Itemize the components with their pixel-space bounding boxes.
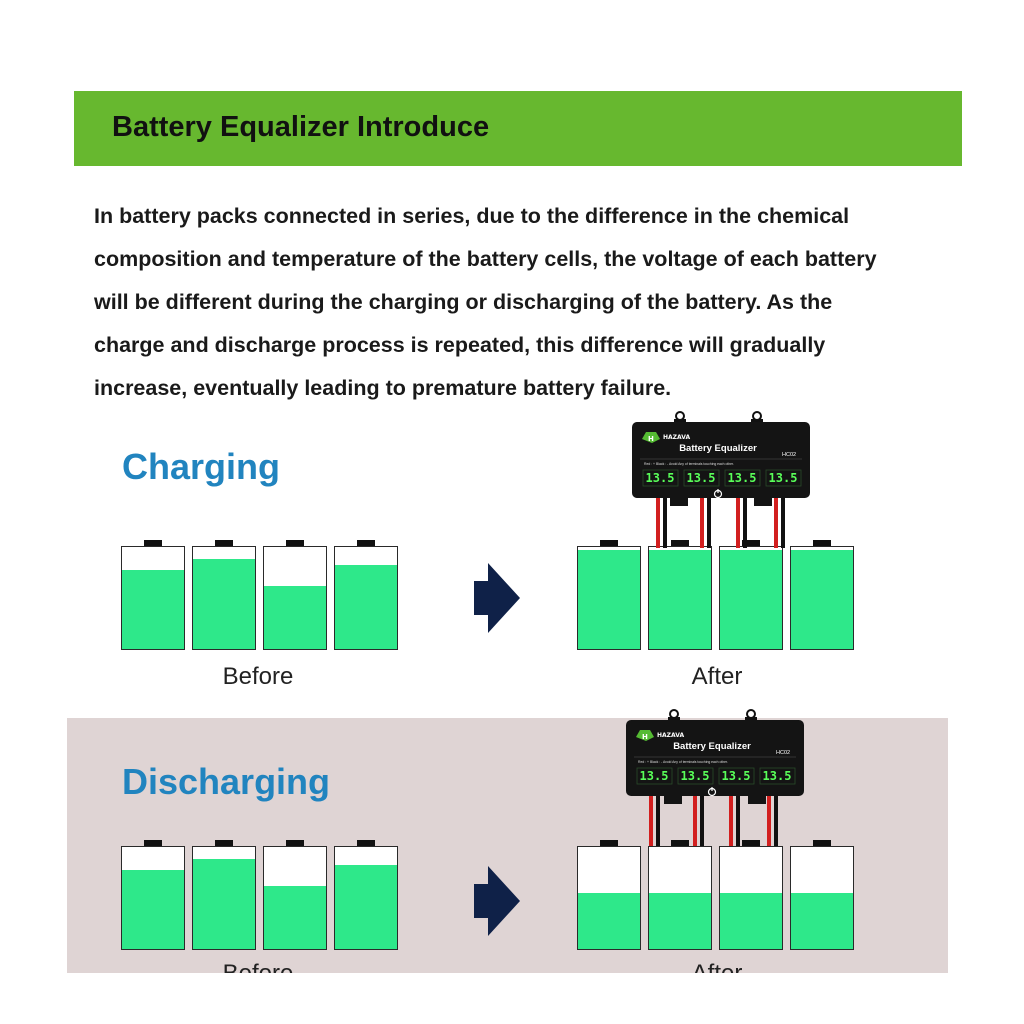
intro-line: composition and temperature of the batte…	[94, 247, 877, 271]
charging-before-battery-4	[334, 540, 398, 650]
page-title: Battery Equalizer Introduce	[112, 111, 490, 143]
battery-charge-level	[193, 559, 255, 649]
svg-text:H: H	[648, 435, 654, 443]
charging-before-battery-3	[263, 540, 327, 650]
voltage-reading: 13.5	[681, 769, 710, 783]
power-icon	[707, 787, 717, 797]
discharging-before-battery-2	[192, 840, 256, 950]
device-brand: HAZAVA	[657, 732, 684, 739]
charging-before-label: Before	[222, 663, 294, 690]
charging-before-battery-1	[121, 540, 185, 650]
header-banner: Battery Equalizer Introduce	[74, 91, 962, 166]
charging-after-battery-2	[648, 540, 712, 650]
charging-after-battery-1	[577, 540, 641, 650]
discharging-after-label: After	[692, 960, 743, 973]
battery-charge-level	[649, 550, 711, 649]
intro-line: will be different during the charging or…	[94, 290, 833, 314]
battery-charge-level	[193, 859, 255, 949]
intro-paragraph: In battery packs connected in series, du…	[94, 195, 994, 410]
brand-logo-icon: H	[642, 432, 660, 443]
voltage-reading: 13.5	[646, 471, 675, 485]
discharging-before-label: Before	[223, 960, 294, 973]
charging-before-battery-2	[192, 540, 256, 650]
brand-logo-icon: H	[636, 730, 654, 741]
device-model: HC02	[782, 452, 796, 458]
discharging-after-battery-1	[577, 840, 641, 950]
battery-charge-level	[122, 570, 184, 649]
intro-line: In battery packs connected in series, du…	[94, 204, 850, 228]
charging-after-label: After	[691, 663, 743, 690]
discharging-before-battery-4	[334, 840, 398, 950]
discharging-before-battery-3	[263, 840, 327, 950]
battery-charge-level	[791, 550, 853, 649]
intro-line: charge and discharge process is repeated…	[94, 333, 826, 357]
battery-charge-level	[720, 892, 782, 949]
device-name: Battery Equalizer	[679, 443, 757, 454]
discharging-after-battery-3	[719, 840, 783, 950]
discharging-after-battery-4	[790, 840, 854, 950]
charging-after-battery-4	[790, 540, 854, 650]
device-warning: Red : + Black : - Avoid Any of terminals…	[644, 462, 734, 466]
battery-charge-level	[791, 892, 853, 949]
charging-title: Charging	[122, 446, 280, 487]
voltage-reading: 13.5	[722, 769, 751, 783]
voltage-reading: 13.5	[728, 471, 757, 485]
battery-charge-level	[720, 550, 782, 649]
discharging-after-battery-2	[648, 840, 712, 950]
device-brand: HAZAVA	[663, 434, 690, 441]
voltage-reading: 13.5	[769, 471, 798, 485]
voltage-reading: 13.5	[687, 471, 716, 485]
device-model: HC02	[776, 750, 790, 756]
right-arrow-icon	[474, 866, 520, 936]
discharging-title: Discharging	[122, 761, 331, 802]
battery-charge-level	[335, 865, 397, 949]
voltage-reading: 13.5	[763, 769, 792, 783]
device-warning: Red : + Black : - Avoid Any of terminals…	[638, 760, 728, 764]
battery-charge-level	[264, 585, 326, 649]
power-icon	[713, 489, 723, 499]
battery-charge-level	[578, 550, 640, 649]
battery-charge-level	[122, 870, 184, 949]
voltage-reading: 13.5	[640, 769, 669, 783]
battery-charge-level	[264, 885, 326, 949]
charging-wires	[656, 490, 785, 548]
battery-charge-level	[649, 892, 711, 949]
svg-text:H: H	[642, 733, 648, 741]
right-arrow-icon	[474, 563, 520, 633]
charging-after-battery-3	[719, 540, 783, 650]
intro-line: increase, eventually leading to prematur…	[94, 376, 672, 400]
battery-charge-level	[578, 892, 640, 949]
battery-charge-level	[335, 565, 397, 649]
device-name: Battery Equalizer	[673, 741, 751, 752]
discharging-before-battery-1	[121, 840, 185, 950]
